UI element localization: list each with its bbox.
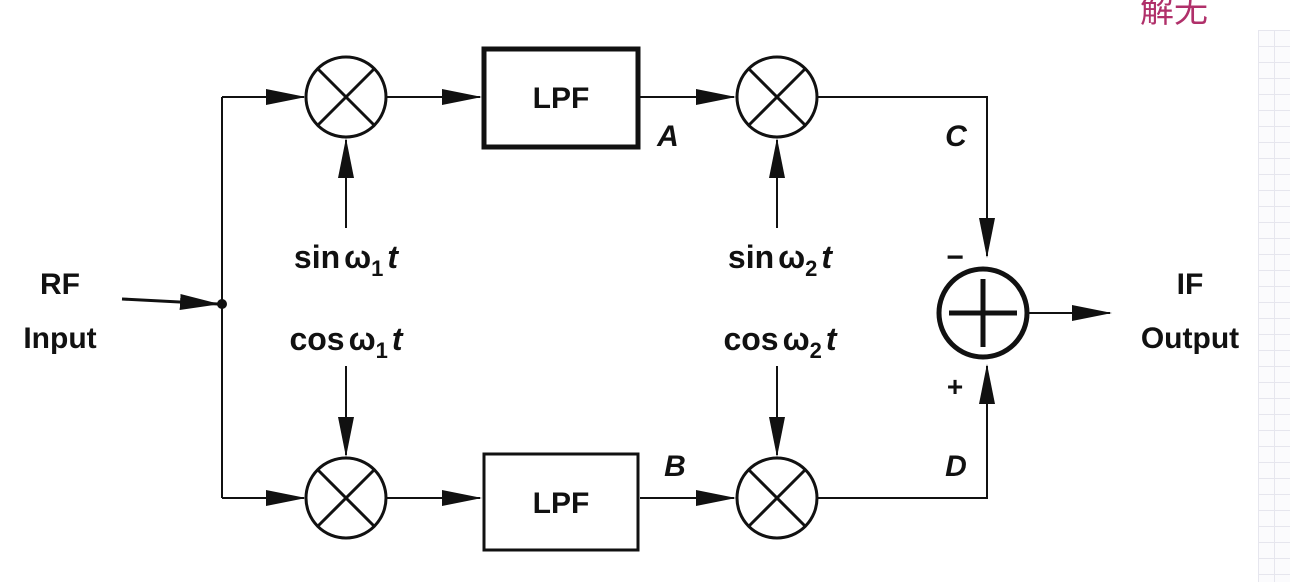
- watermark-text: 解无: [1140, 0, 1208, 31]
- rf-label-line1: RF: [40, 268, 80, 301]
- adder-plus-sign: +: [947, 371, 963, 402]
- lpf-bottom-block: LPF: [482, 452, 640, 552]
- node-c-label: C: [945, 120, 968, 153]
- lpf-top-block: LPF: [481, 46, 641, 150]
- mixer-top-1: [304, 55, 388, 139]
- wire-d-to-adder: [817, 364, 995, 499]
- if-label-line1: IF: [1177, 268, 1204, 301]
- mixer-top-2: [735, 55, 819, 139]
- wire-c-to-adder: [817, 96, 995, 258]
- adder-minus-sign: −: [946, 241, 964, 274]
- rf-input-arrow: [121, 294, 220, 311]
- if-label-line2: Output: [1141, 322, 1239, 355]
- node-a-label: A: [656, 120, 679, 153]
- mixer-bottom-1: [304, 456, 388, 540]
- node-d-label: D: [945, 450, 967, 483]
- background-grid: [1258, 30, 1290, 582]
- rf-label-line2: Input: [23, 322, 96, 355]
- lpf-bottom-label: LPF: [533, 487, 590, 520]
- summing-adder: [936, 266, 1030, 360]
- mixer-bottom-2: [735, 456, 819, 540]
- lpf-top-label: LPF: [533, 82, 590, 115]
- node-b-label: B: [664, 450, 686, 483]
